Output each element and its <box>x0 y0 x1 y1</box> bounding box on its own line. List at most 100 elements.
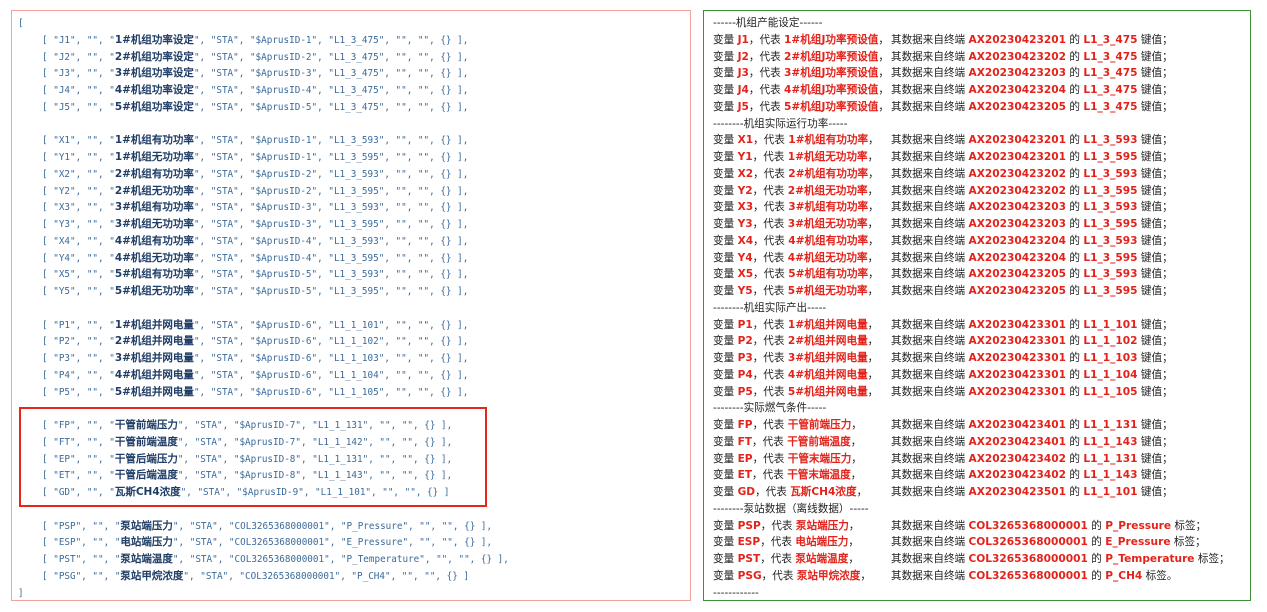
code-value: P5 <box>58 386 71 398</box>
row-suffix: 键值； <box>1137 268 1173 281</box>
var-label: 变量 <box>713 352 738 364</box>
terminal-id: AX20230423301 <box>968 335 1066 348</box>
terminal-id: AX20230423402 <box>968 452 1066 465</box>
var-label: 变量 <box>713 100 738 113</box>
terminal-id: COL3265368000001 <box>968 569 1088 582</box>
variable-definition: 变量 J2，代表 2#机组J功率预设值， <box>713 50 889 63</box>
rep-label: ，代表 <box>752 285 788 297</box>
source-label: 其数据来自终端 <box>891 184 969 197</box>
code-value: P2 <box>58 336 71 348</box>
code-value: L1_3_475 <box>333 51 379 63</box>
code-value: STA <box>205 570 223 582</box>
terminal-id: AX20230423204 <box>968 84 1066 96</box>
var-label: 变量 <box>713 134 738 147</box>
variable-name: PST <box>737 553 761 565</box>
source-label: 其数据来自终端 <box>891 251 969 264</box>
key-name: P_Pressure <box>1105 519 1172 532</box>
code-value: 1#机组有功功率 <box>114 134 194 147</box>
code-value: 干管后端压力 <box>114 452 178 465</box>
code-value: $AprusID-4 <box>255 235 312 247</box>
code-value: STA <box>216 319 234 331</box>
var-label: 变量 <box>713 268 738 281</box>
code-row: [ "Y2", "", "2#机组无功功率", "STA", "$AprusID… <box>42 184 469 197</box>
code-value: 干管后端温度 <box>114 469 178 482</box>
of-label: 的 <box>1065 368 1084 381</box>
code-value: STA <box>216 269 234 281</box>
row-suffix: 标签。 <box>1142 569 1178 582</box>
variable-definition: 变量 GD，代表 瓦斯CH4浓度， <box>713 486 868 498</box>
terminal-id: AX20230423205 <box>968 268 1066 281</box>
key-name: L1_1_103 <box>1083 352 1138 364</box>
row-suffix: 键值； <box>1137 385 1173 398</box>
code-value: 1#机组并网电量 <box>114 318 194 331</box>
of-label: 的 <box>1065 234 1084 247</box>
variable-name: J4 <box>737 84 749 96</box>
terminal-id: AX20230423202 <box>968 50 1066 63</box>
code-value: 泵站甲烷浓度 <box>120 569 184 582</box>
of-label: 的 <box>1065 419 1084 431</box>
source-label: 其数据来自终端 <box>891 50 969 63</box>
terminal-id: AX20230423401 <box>968 435 1066 448</box>
variable-description-row: 变量 FP，代表 干管前端压力，其数据来自终端 AX20230423401 的 … <box>713 417 1173 434</box>
source-label: 其数据来自终端 <box>891 151 969 163</box>
var-label: 变量 <box>713 151 738 163</box>
variable-definition: 变量 J1，代表 1#机组J功率预设值， <box>713 33 889 46</box>
code-value: J2 <box>58 51 71 63</box>
code-value: L1_3_595 <box>333 219 379 230</box>
variable-meaning: 3#机组无功功率 <box>787 218 868 230</box>
variable-meaning: 5#机组并网电量 <box>787 385 868 398</box>
source-label: 其数据来自终端 <box>891 285 969 297</box>
key-name: L1_1_131 <box>1083 452 1138 465</box>
code-value: $AprusID-1 <box>255 34 312 46</box>
source-label: 其数据来自终端 <box>891 569 969 582</box>
code-value: STA <box>216 286 234 297</box>
code-value: FT <box>58 436 71 448</box>
code-row: [ "ESP", "", "电站端压力", "STA", "COL3265368… <box>42 536 493 549</box>
code-value: STA <box>195 537 213 549</box>
key-name: L1_1_143 <box>1083 435 1138 448</box>
code-row: [ "P2", "", "2#机组并网电量", "STA", "$AprusID… <box>42 335 469 348</box>
of-label: 的 <box>1065 184 1084 197</box>
code-value: $AprusID-2 <box>255 51 312 63</box>
of-label: 的 <box>1065 385 1084 398</box>
code-panel: [[ "J1", "", "1#机组功率设定", "STA", "$AprusI… <box>11 10 691 601</box>
rep-label: ，代表 <box>755 486 791 498</box>
rep-label: ，代表 <box>752 335 788 348</box>
variable-description-row: 变量 J5，代表 5#机组J功率预设值，其数据来自终端 AX2023042320… <box>713 99 1173 116</box>
key-name: L1_3_475 <box>1083 33 1138 46</box>
row-suffix: 键值； <box>1137 167 1173 180</box>
variable-name: Y1 <box>737 151 753 163</box>
variable-meaning: 2#机组有功功率 <box>788 167 869 180</box>
code-value: STA <box>195 520 213 532</box>
of-label: 的 <box>1087 553 1106 565</box>
var-label: 变量 <box>713 184 738 197</box>
rep-label: ，代表 <box>753 268 789 281</box>
terminal-id: AX20230423204 <box>968 251 1066 264</box>
var-label: 变量 <box>713 33 738 46</box>
variable-meaning: 泵站端温度 <box>795 553 849 565</box>
code-value: P_Temperature <box>346 554 420 565</box>
code-value: STA <box>200 453 218 465</box>
key-name: L1_1_105 <box>1083 385 1138 398</box>
var-label: 变量 <box>713 167 738 180</box>
terminal-id: AX20230423204 <box>968 234 1066 247</box>
terminal-id: AX20230423401 <box>968 419 1066 431</box>
code-value: 泵站端压力 <box>120 519 173 532</box>
terminal-id: COL3265368000001 <box>968 519 1088 532</box>
code-value: X2 <box>58 168 71 180</box>
terminal-id: AX20230423202 <box>968 167 1066 180</box>
code-value: L1_3_595 <box>333 185 379 197</box>
variable-description-row: 变量 Y3，代表 3#机组无功功率，其数据来自终端 AX20230423203 … <box>713 216 1173 233</box>
source-label: 其数据来自终端 <box>891 553 969 565</box>
variable-meaning: 2#机组无功功率 <box>787 184 868 197</box>
code-value: $AprusID-6 <box>255 369 312 381</box>
variable-definition: 变量 X4，代表 4#机组有功功率， <box>713 234 879 247</box>
of-label: 的 <box>1065 335 1084 348</box>
variable-definition: 变量 J5，代表 5#机组J功率预设值， <box>713 100 889 113</box>
highlight-box-gas-conditions <box>19 407 487 507</box>
of-label: 的 <box>1065 33 1084 46</box>
variable-meaning: 泵站甲烷浓度 <box>796 569 861 582</box>
code-value: X3 <box>58 202 71 214</box>
section-header: --------泵站数据（离线数据）----- <box>713 502 869 515</box>
variable-description-row: 变量 FT，代表 干管前端温度，其数据来自终端 AX20230423401 的 … <box>713 434 1173 451</box>
